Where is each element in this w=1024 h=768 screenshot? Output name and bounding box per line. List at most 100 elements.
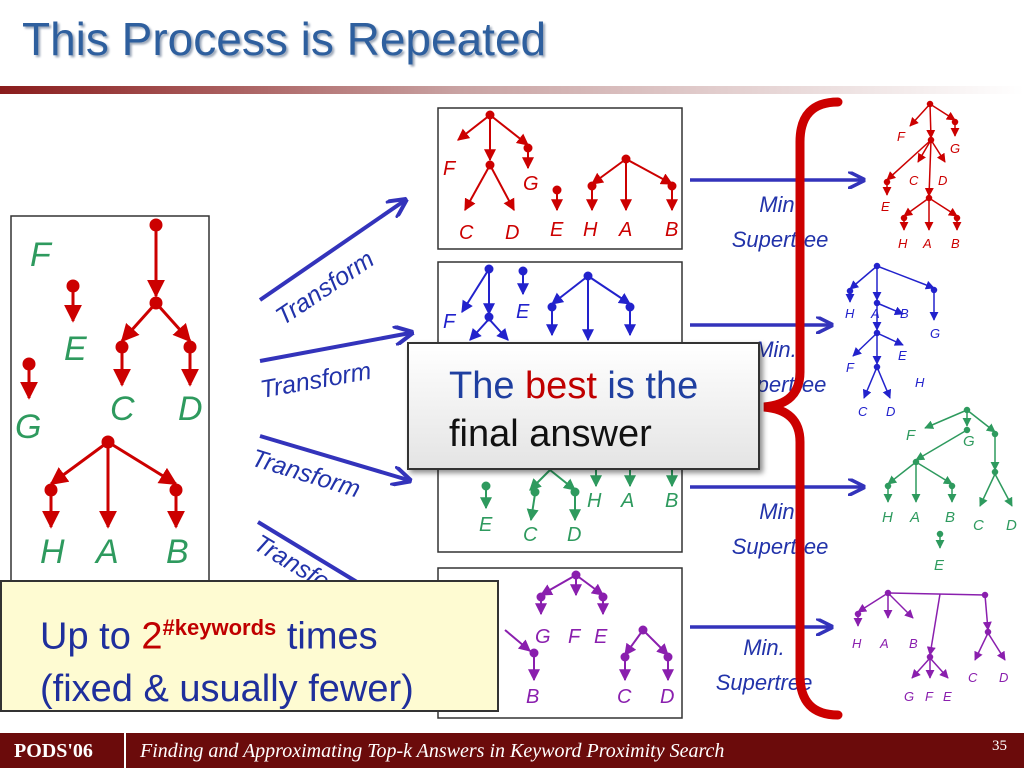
note-line-2: (fixed & usually fewer)	[40, 667, 414, 710]
st2-label-e: E	[898, 348, 907, 363]
f3-label-e: E	[479, 514, 493, 536]
note-prefix: Up to	[40, 615, 142, 658]
f1-label-h: H	[583, 219, 598, 241]
source-label-c: C	[110, 390, 135, 428]
forest-2	[461, 264, 636, 342]
f1-label-a: A	[618, 219, 632, 241]
note-line-1: Up to 2#keywords times	[40, 602, 497, 663]
repeat-count-note: Up to 2#keywords times (fixed & usually …	[0, 580, 499, 712]
st1-label-f: F	[897, 129, 906, 144]
slide-footer: PODS'06 Finding and Approximating Top-k …	[0, 733, 1024, 768]
supertree-label-1: Supertree	[732, 227, 829, 252]
slide-title: This Process is Repeated	[22, 13, 547, 65]
st2-label-b: B	[900, 306, 909, 321]
title-rule	[0, 86, 1024, 94]
supertree-3	[883, 406, 1013, 549]
source-label-g: G	[15, 408, 41, 446]
source-forest	[20, 218, 199, 529]
f3-label-b: B	[665, 490, 678, 512]
callout-line-1: The best is the	[449, 362, 758, 410]
min-label-2: Min.	[755, 337, 797, 362]
st4-label-d: D	[999, 670, 1008, 685]
f1-label-b: B	[665, 219, 678, 241]
note-exponent: #keywords	[162, 615, 277, 640]
callout-text-before: The	[449, 365, 526, 407]
f1-label-f: F	[443, 158, 457, 180]
supertree-1	[882, 100, 962, 231]
st3-label-d: D	[1006, 517, 1017, 534]
st1-label-g: G	[950, 141, 960, 156]
st1-label-d: D	[938, 173, 947, 188]
supertree-2	[845, 262, 939, 399]
f4-label-g: G	[535, 626, 551, 648]
st3-label-f: F	[906, 427, 916, 444]
forest-box-3	[437, 461, 683, 553]
st4-label-b: B	[909, 636, 918, 651]
f4-label-d: D	[660, 686, 674, 708]
st3-label-b: B	[945, 509, 955, 526]
st3-label-e: E	[934, 557, 945, 574]
supertree-arrows	[690, 180, 862, 627]
st3-label-g: G	[963, 433, 975, 450]
st3-label-c: C	[973, 517, 984, 534]
footer-paper-title: Finding and Approximating Top-k Answers …	[140, 740, 725, 762]
f1-label-e: E	[550, 219, 564, 241]
st4-label-g: G	[904, 689, 914, 704]
supertree-4	[853, 589, 1006, 679]
st4-label-c: C	[968, 670, 978, 685]
forest-1	[457, 110, 678, 212]
forest-box-2	[437, 261, 683, 353]
st4-label-f: F	[925, 689, 934, 704]
footer-separator	[124, 733, 126, 768]
forest-4	[504, 570, 674, 682]
f3-label-c: C	[523, 524, 538, 546]
forest-3	[480, 469, 678, 522]
brace	[763, 97, 843, 720]
best-answer-callout: The best is the final answer	[407, 342, 760, 470]
st3-label-h: H	[882, 509, 893, 526]
st2-label-d: D	[886, 404, 895, 419]
f3-label-h: H	[587, 490, 602, 512]
st1-label-c: C	[909, 173, 919, 188]
note-base: 2	[141, 615, 163, 658]
st1-label-h: H	[898, 236, 908, 251]
f2-label-f: F	[443, 311, 457, 333]
min-label-4: Min.	[743, 635, 785, 660]
source-label-h: H	[40, 533, 65, 571]
st2-label-h: H	[845, 306, 855, 321]
st2-label-c: C	[858, 404, 868, 419]
st1-label-a: A	[922, 236, 932, 251]
source-label-e: E	[64, 330, 87, 368]
st4-label-e: E	[943, 689, 952, 704]
source-label-d: D	[178, 390, 203, 428]
min-label-1: Min.	[759, 192, 801, 217]
forest-box-1	[437, 107, 683, 250]
st3-label-a: A	[909, 509, 920, 526]
f3-label-a: A	[620, 490, 634, 512]
source-label-a: A	[94, 533, 119, 571]
transform-label-1: Transform	[271, 245, 380, 331]
f2-label-e: E	[516, 301, 530, 323]
f4-label-f: F	[568, 626, 582, 648]
transform-label-3: Transform	[248, 444, 363, 504]
f4-label-c: C	[617, 686, 632, 708]
st2-label-f: F	[846, 360, 855, 375]
f1-label-g: G	[523, 173, 539, 195]
footer-conference: PODS'06	[14, 740, 93, 762]
min-label-3: Min.	[759, 499, 801, 524]
st1-label-e: E	[881, 199, 890, 214]
f1-label-d: D	[505, 222, 519, 244]
callout-highlight: best	[525, 365, 597, 407]
supertree-label-3: Supertree	[732, 534, 829, 559]
st1-label-b: B	[951, 236, 960, 251]
f1-label-c: C	[459, 222, 474, 244]
f3-label-d: D	[567, 524, 581, 546]
page-number: 35	[992, 738, 1007, 754]
callout-line-2: final answer	[449, 413, 652, 455]
st2-label-h2: H	[915, 375, 925, 390]
callout-text-after: is the	[596, 365, 699, 407]
note-suffix: times	[276, 615, 378, 658]
st2-label-a: A	[870, 306, 880, 321]
st4-label-a: A	[879, 636, 889, 651]
